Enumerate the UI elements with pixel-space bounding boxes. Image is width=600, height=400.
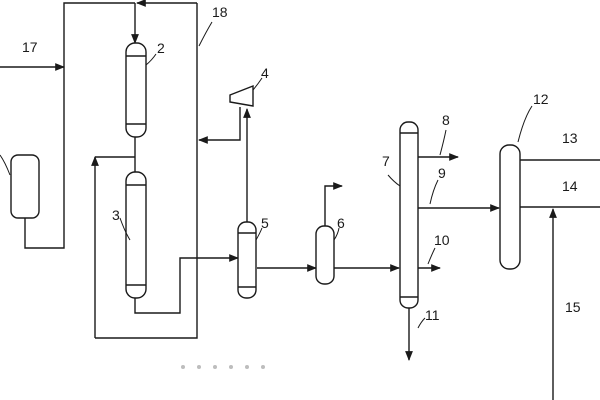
label-4: 4: [261, 65, 269, 81]
vessel-2: [125, 42, 147, 138]
label-10: 10: [434, 232, 450, 248]
vessel-5: [237, 221, 257, 299]
vessel-6-overhead-line: [324, 182, 343, 226]
label-14: 14: [562, 178, 578, 194]
leader-17: [0, 154, 11, 176]
label-17: 17: [22, 39, 38, 55]
leader-5: [255, 227, 263, 241]
label-13: 13: [562, 130, 578, 146]
leader-3: [119, 217, 131, 241]
label-6: 6: [337, 215, 345, 231]
label-9: 9: [438, 165, 446, 181]
compressor-return-line: [198, 107, 241, 144]
leader-18: [198, 21, 213, 47]
label-8: 8: [442, 112, 450, 128]
leader-8: [439, 129, 447, 156]
leader-10: [427, 247, 436, 265]
leader-12: [517, 105, 533, 143]
stream-18-line: [95, 3, 198, 339]
label-5: 5: [261, 215, 269, 231]
column-12: [499, 144, 521, 270]
label-3: 3: [112, 207, 120, 223]
vessel-6: [315, 225, 335, 285]
label-15: 15: [565, 299, 581, 315]
feed-drum: [10, 154, 40, 219]
label-2: 2: [157, 40, 165, 56]
leader-9: [429, 179, 439, 205]
label-11: 11: [425, 307, 440, 323]
compressor-4: [229, 84, 254, 107]
label-12: 12: [533, 91, 549, 107]
left-riser-line: [24, 2, 135, 249]
leader-6: [333, 227, 340, 241]
leader-7: [387, 174, 401, 187]
leader-4: [252, 77, 263, 91]
leader-11: [417, 317, 426, 329]
column-7: [399, 121, 419, 309]
label-7: 7: [382, 153, 390, 169]
vessel-3-to-5-line: [134, 254, 239, 314]
leader-2: [145, 53, 157, 66]
label-18: 18: [212, 4, 228, 20]
vessel-3: [125, 171, 147, 299]
dotted-artifacts: [181, 365, 265, 369]
